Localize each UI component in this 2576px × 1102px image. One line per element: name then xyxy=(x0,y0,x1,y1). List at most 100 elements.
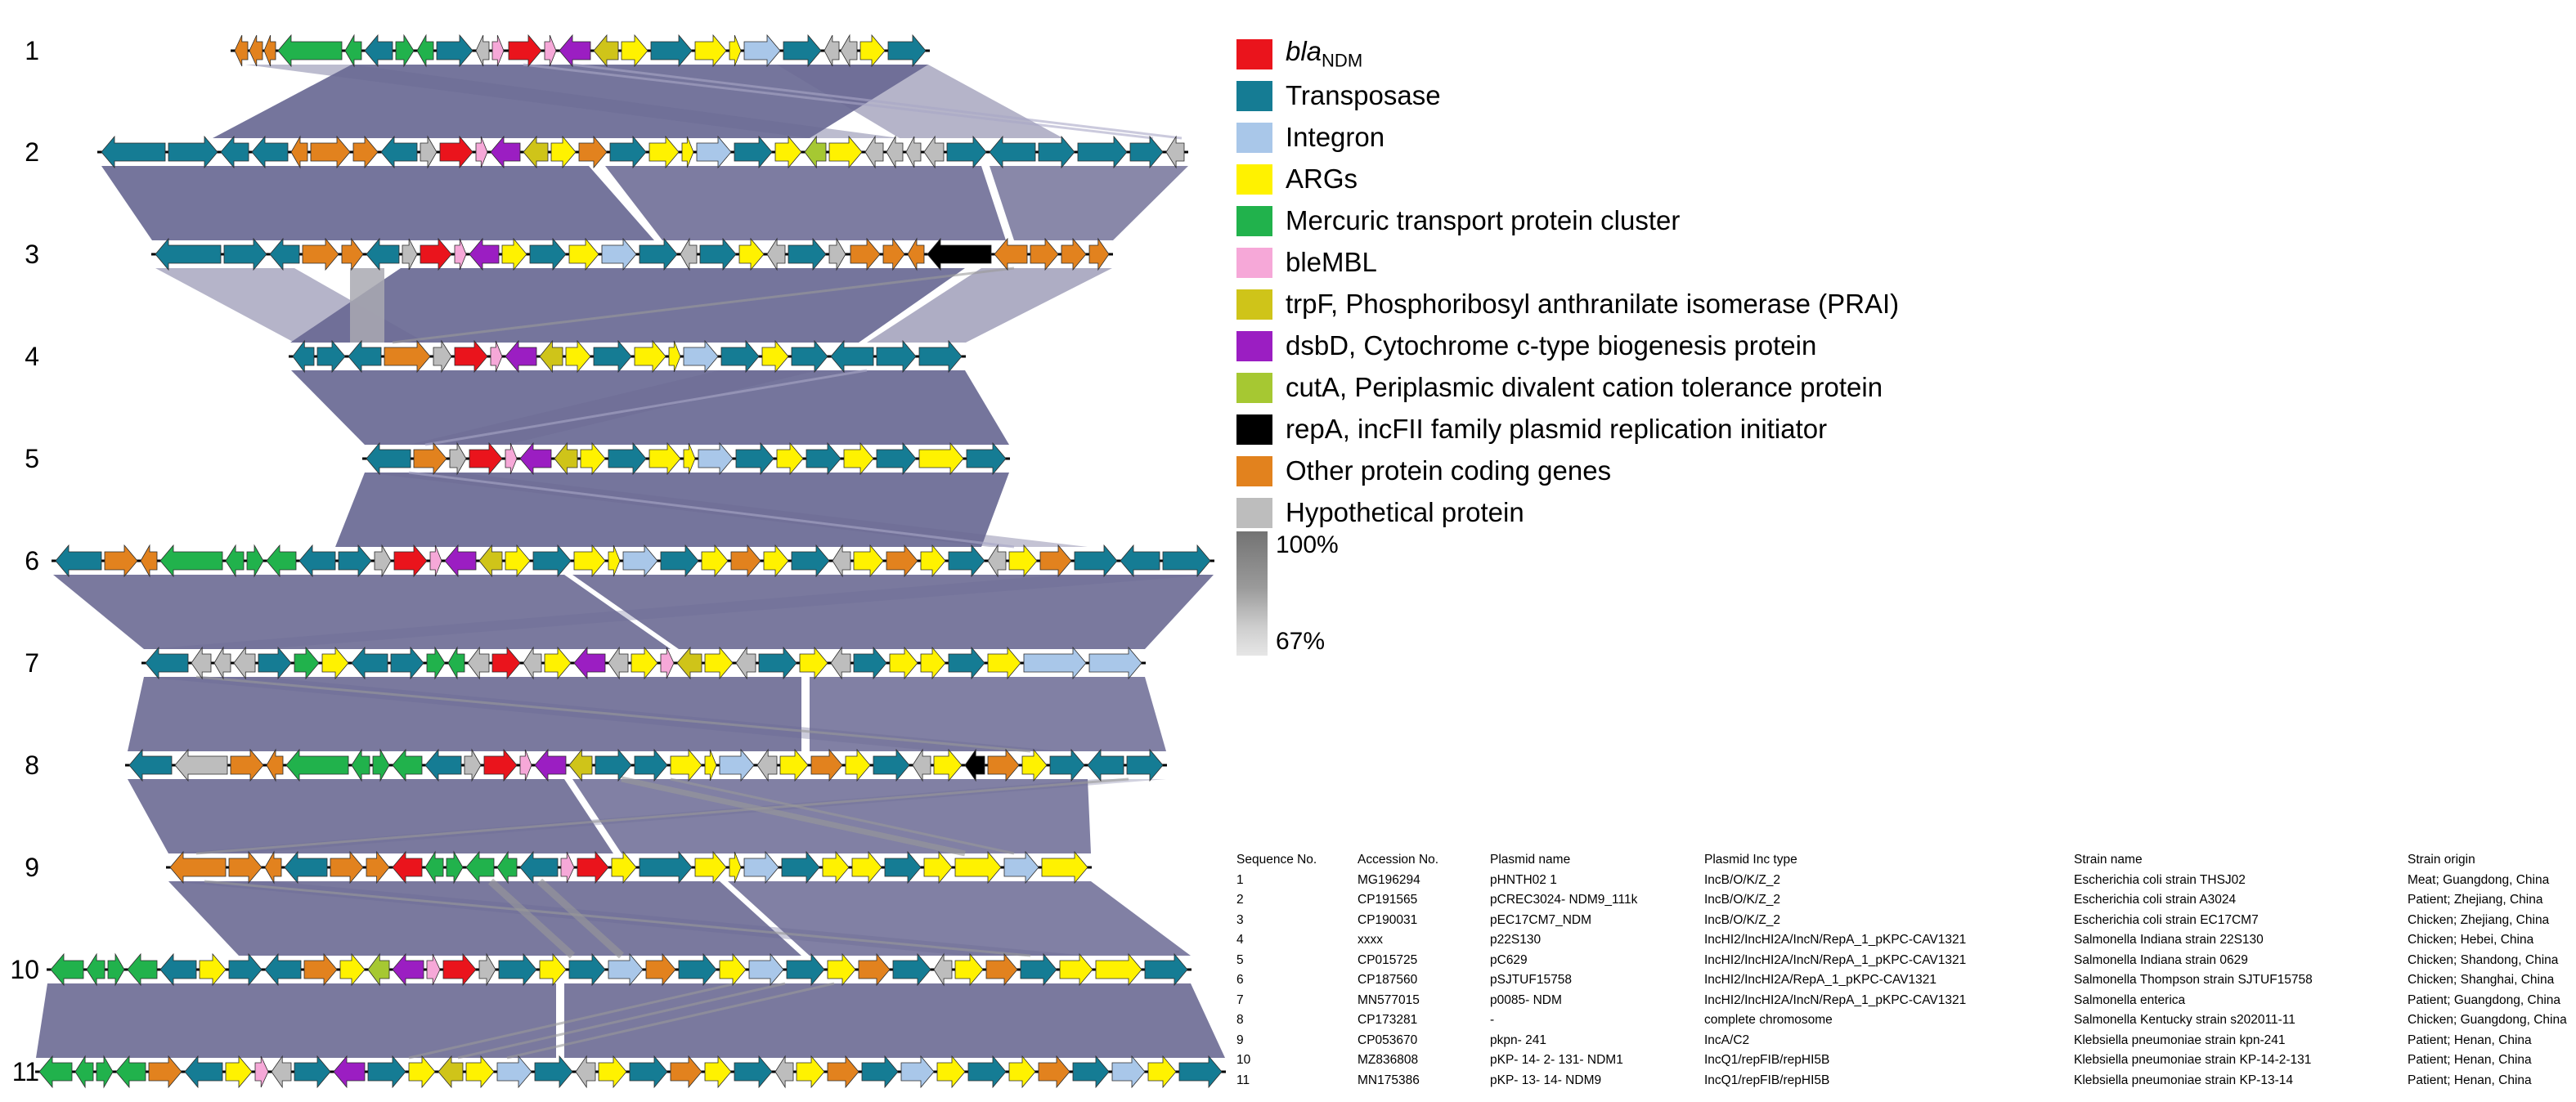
gene-arrow-gray xyxy=(912,748,931,782)
row-number: 4 xyxy=(25,342,39,371)
gene-arrow-green xyxy=(96,1055,114,1089)
table-cell: pC629 xyxy=(1490,952,1528,967)
similarity-block xyxy=(350,268,384,343)
gene-arrow-yellow xyxy=(694,850,727,885)
gene-arrow-teal xyxy=(830,339,874,374)
similarity-link xyxy=(457,982,786,1059)
gene-arrow-yellow xyxy=(954,850,1002,885)
similarity-link xyxy=(408,471,1015,549)
table-cell: 11 xyxy=(1236,1073,1250,1087)
row-number: 10 xyxy=(10,955,39,984)
table-cell: IncA/C2 xyxy=(1704,1033,1750,1047)
legend-swatch xyxy=(1236,205,1272,236)
gene-arrow-green xyxy=(447,646,465,680)
gene-arrow-orange xyxy=(330,850,364,885)
gene-arrow-green xyxy=(38,1055,73,1089)
similarity-link xyxy=(670,777,1015,855)
gene-arrow-teal xyxy=(791,339,828,374)
gene-arrow-yellow xyxy=(859,34,886,68)
gene-arrow-teal xyxy=(948,544,985,578)
gene-arrow-teal xyxy=(734,1055,773,1089)
gene-arrow-teal xyxy=(639,237,678,271)
gene-arrow-blue xyxy=(608,952,644,987)
legend-item: cutA, Periplasmic divalent cation tolera… xyxy=(1236,371,1899,404)
gene-arrow-teal xyxy=(853,646,887,680)
gene-arrow-yellow xyxy=(923,850,953,885)
gene-arrow-red xyxy=(469,441,503,476)
gene-arrow-yellow xyxy=(936,1055,966,1089)
similarity-block xyxy=(365,473,1088,547)
gene-arrow-yellow xyxy=(550,135,577,169)
gene-arrow-yellow xyxy=(853,544,884,578)
column-header: Accession No. xyxy=(1358,853,1439,867)
gene-arrow-teal xyxy=(634,748,668,782)
gene-arrow-orange xyxy=(264,850,282,885)
legend-swatch xyxy=(1236,164,1272,195)
gene-arrow-purple xyxy=(392,952,424,987)
table-cell: CP190031 xyxy=(1358,912,1418,927)
gene-arrow-blue xyxy=(696,135,732,169)
gene-arrow-orange xyxy=(290,135,308,169)
gene-arrow-blue xyxy=(601,237,637,271)
gene-arrow-yellow xyxy=(704,749,717,782)
table-cell: pkpn- 241 xyxy=(1490,1033,1546,1047)
gene-arrow-teal xyxy=(220,135,249,169)
gene-arrow-green xyxy=(426,646,446,680)
gene-arrow-teal xyxy=(1074,544,1118,578)
legend-label: trpF, Phosphoribosyl anthranilate isomer… xyxy=(1286,289,1900,319)
gene-arrow-teal xyxy=(269,237,300,271)
similarity-link xyxy=(392,267,1015,344)
legend-item: Hypothetical protein xyxy=(1236,496,1899,529)
gene-arrow-blue xyxy=(1088,646,1142,680)
similarity-block xyxy=(245,65,900,138)
gene-arrow-teal xyxy=(436,34,473,68)
gene-arrow-yellow xyxy=(608,544,621,577)
gene-arrow-gray xyxy=(1165,135,1185,169)
legend-swatch xyxy=(1236,330,1272,361)
table-cell: CP173281 xyxy=(1358,1013,1418,1027)
gene-arrow-gray xyxy=(374,544,392,578)
gene-arrow-green xyxy=(86,952,105,987)
gene-arrow-gray xyxy=(680,237,698,271)
legend-label: repA, incFII family plasmid replication … xyxy=(1286,414,1828,444)
gene-arrow-yellow xyxy=(729,34,742,67)
gene-arrow-yellow xyxy=(889,646,918,680)
row-number: 1 xyxy=(25,36,39,65)
gene-arrow-yellow xyxy=(845,748,871,782)
gene-arrow-olive xyxy=(539,339,563,374)
table-cell: MZ836808 xyxy=(1358,1053,1419,1067)
identity-scale-labels: 100% 67% xyxy=(1276,531,1339,656)
gene-arrow-teal xyxy=(1120,544,1160,578)
gene-arrow-yellow xyxy=(987,646,1021,680)
similarity-block xyxy=(147,575,1214,649)
gene-arrow-orange xyxy=(1039,544,1072,578)
table-cell: 3 xyxy=(1236,912,1244,927)
gene-arrow-green xyxy=(392,748,423,782)
gene-arrow-orange xyxy=(104,544,138,578)
gene-arrow-teal xyxy=(660,544,699,578)
gene-arrow-yellow xyxy=(505,544,531,578)
gene-arrow-blue xyxy=(496,1055,532,1089)
table-cell: p0085- NDM xyxy=(1490,992,1562,1007)
gene-arrow-red xyxy=(439,135,473,169)
gene-arrow-yellow xyxy=(408,1055,436,1089)
table-cell: 8 xyxy=(1236,1013,1244,1027)
similarity-block xyxy=(53,575,671,649)
gene-arrow-teal xyxy=(519,850,559,885)
gene-arrow-gray xyxy=(830,646,851,680)
similarity-link xyxy=(536,878,625,959)
gene-arrow-teal xyxy=(966,441,1007,476)
gene-arrow-gray xyxy=(735,646,756,680)
gene-arrow-teal xyxy=(159,952,197,987)
table-cell: Salmonella Thompson strain SJTUF15758 xyxy=(2074,973,2313,987)
gene-arrow-yellow xyxy=(719,952,747,987)
gene-arrow-yellow xyxy=(565,339,591,374)
table-cell: Patient; Henan, China xyxy=(2408,1033,2532,1047)
table-cell: pCREC3024- NDM9_111k xyxy=(1490,893,1638,907)
gene-arrow-orange xyxy=(882,237,905,271)
similarity-block xyxy=(213,65,928,138)
legend-label: dsbD, Cytochrome c-type biogenesis prote… xyxy=(1286,330,1817,361)
gene-arrow-teal xyxy=(1038,135,1075,169)
gene-arrow-teal xyxy=(873,748,910,782)
